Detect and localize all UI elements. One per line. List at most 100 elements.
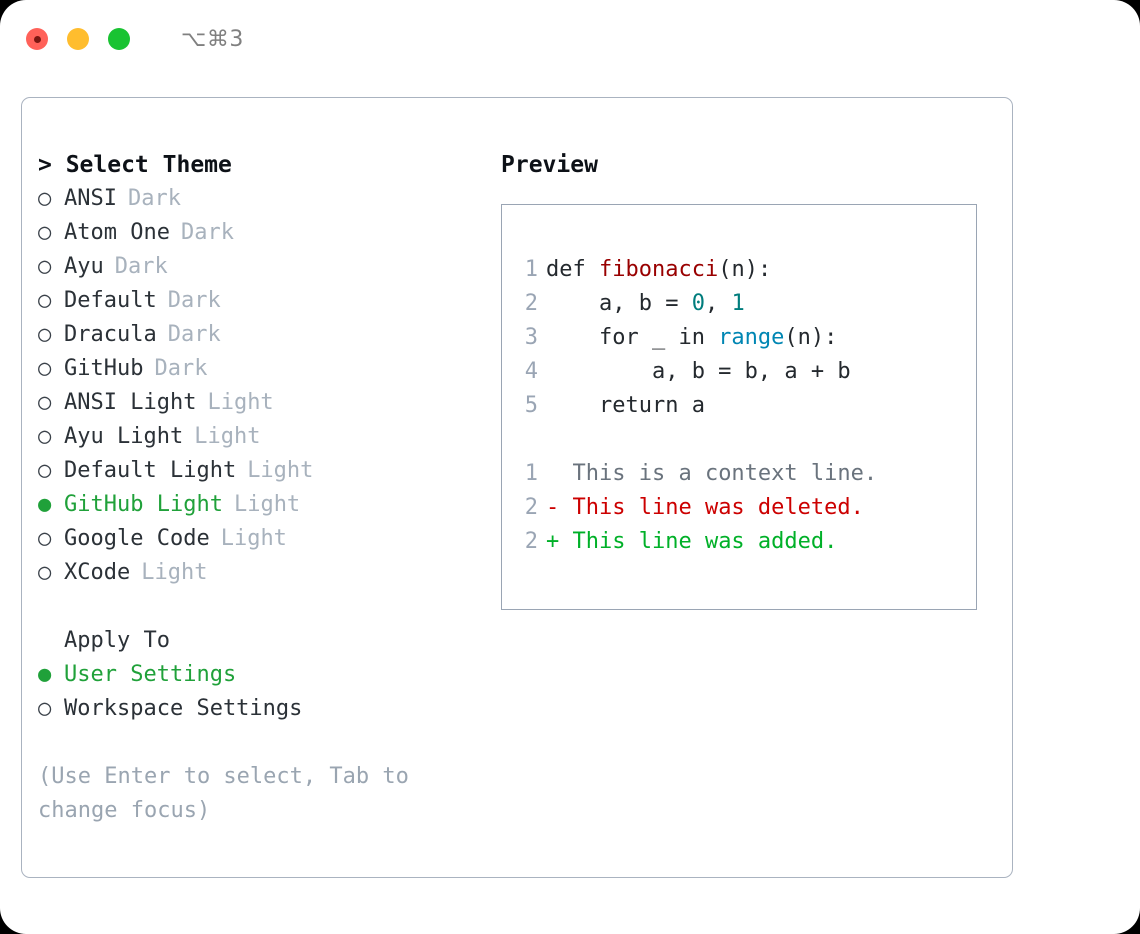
diff-marker: -	[546, 495, 560, 520]
window-title: ⌥⌘3	[181, 26, 244, 52]
theme-option-label: ANSI Light	[64, 390, 197, 415]
theme-option-label: GitHub Light	[64, 492, 223, 517]
apply-to-header: Apply To	[64, 628, 170, 653]
line-number: 5	[524, 393, 538, 418]
radio-selected-icon: ●	[38, 492, 52, 517]
theme-option-atom-one[interactable]: ○ Atom One Dark	[38, 216, 478, 250]
theme-option-tag: Dark	[180, 220, 234, 245]
code-line: 5 return a	[502, 389, 976, 423]
theme-option-tag: Light	[247, 458, 314, 483]
theme-option-tag: Dark	[167, 322, 221, 347]
theme-option-xcode[interactable]: ○ XCode Light	[38, 556, 478, 590]
code-token: for _ in	[546, 325, 719, 350]
diff-line-add: 2 + This line was added.	[502, 525, 976, 559]
line-number: 4	[524, 359, 538, 384]
radio-unselected-icon: ○	[38, 254, 52, 279]
code-token: (n):	[718, 257, 772, 282]
theme-option-tag: Dark	[127, 186, 181, 211]
code-line: 4 a, b = b, a + b	[502, 355, 976, 389]
keyboard-hint: (Use Enter to select, Tab to change focu…	[38, 764, 423, 823]
code-token: range	[718, 325, 785, 350]
select-theme-header: > Select Theme	[38, 152, 232, 178]
radio-selected-icon: ●	[38, 662, 52, 687]
theme-option-tag: Dark	[154, 356, 208, 381]
title-bar: ⌥⌘3	[0, 0, 1140, 78]
theme-option-tag: Light	[233, 492, 301, 517]
list-spacer	[38, 590, 478, 624]
line-number: 3	[524, 325, 538, 350]
apply-to-option-label: Workspace Settings	[64, 696, 303, 721]
code-token: a, b =	[546, 291, 692, 316]
radio-unselected-icon: ○	[38, 526, 52, 551]
diff-marker: +	[546, 529, 560, 554]
minimize-button-icon[interactable]	[67, 28, 89, 50]
radio-unselected-icon: ○	[38, 560, 52, 585]
diff-text: This is a context line.	[559, 461, 878, 486]
theme-option-tag: Light	[207, 390, 274, 415]
theme-option-default[interactable]: ○ Default Dark	[38, 284, 478, 318]
theme-option-tag: Light	[141, 560, 208, 585]
theme-option-google-code[interactable]: ○ Google Code Light	[38, 522, 478, 556]
line-number: 2	[524, 495, 538, 520]
apply-to-option-label: User Settings	[64, 662, 237, 687]
theme-option-label: Ayu Light	[64, 424, 184, 449]
theme-option-tag: Dark	[167, 288, 221, 313]
diff-text: This line was added.	[559, 529, 838, 554]
diff-line-ctx: 1 This is a context line.	[502, 457, 976, 491]
theme-option-ayu-light[interactable]: ○ Ayu Light Light	[38, 420, 478, 454]
apply-to-option-user-settings[interactable]: ● User Settings	[38, 658, 478, 692]
code-token: 1	[731, 291, 745, 316]
apply-to-option-workspace-settings[interactable]: ○ Workspace Settings	[38, 692, 478, 726]
radio-unselected-icon: ○	[38, 186, 52, 211]
theme-option-github-light[interactable]: ● GitHub Light Light	[38, 488, 478, 522]
code-token: def	[546, 257, 599, 282]
theme-option-label: Atom One	[64, 220, 170, 245]
code-token: a, b = b, a + b	[546, 359, 851, 384]
theme-option-label: XCode	[64, 560, 131, 585]
line-number: 2	[524, 291, 538, 316]
theme-option-ansi-light[interactable]: ○ ANSI Light Light	[38, 386, 478, 420]
theme-option-label: Default Light	[64, 458, 237, 483]
line-number: 2	[524, 529, 538, 554]
diff-lines: 1 This is a context line. 2- This line wa…	[502, 457, 976, 559]
theme-option-default-light[interactable]: ○ Default Light Light	[38, 454, 478, 488]
theme-option-label: GitHub	[64, 356, 144, 381]
radio-unselected-icon: ○	[38, 696, 52, 721]
theme-option-label: Default	[64, 288, 157, 313]
radio-unselected-icon: ○	[38, 390, 52, 415]
maximize-button-icon[interactable]	[108, 28, 130, 50]
theme-option-tag: Light	[220, 526, 287, 551]
diff-spacer	[502, 423, 976, 457]
radio-unselected-icon: ○	[38, 458, 52, 483]
radio-unselected-icon: ○	[38, 220, 52, 245]
diff-marker	[546, 457, 559, 491]
theme-option-label: Google Code	[64, 526, 210, 551]
code-line: 2 a, b = 0, 1	[502, 287, 976, 321]
theme-option-tag: Light	[194, 424, 261, 449]
radio-unselected-icon: ○	[38, 322, 52, 347]
line-number: 1	[524, 461, 538, 486]
close-button-icon[interactable]	[26, 28, 48, 50]
code-token: ,	[704, 291, 732, 316]
line-number: 1	[524, 257, 538, 282]
radio-unselected-icon: ○	[38, 424, 52, 449]
window-controls	[26, 28, 130, 50]
code-token: return a	[546, 393, 705, 418]
radio-unselected-icon: ○	[38, 288, 52, 313]
code-line: 3 for _ in range(n):	[502, 321, 976, 355]
code-token: (n):	[784, 325, 838, 350]
